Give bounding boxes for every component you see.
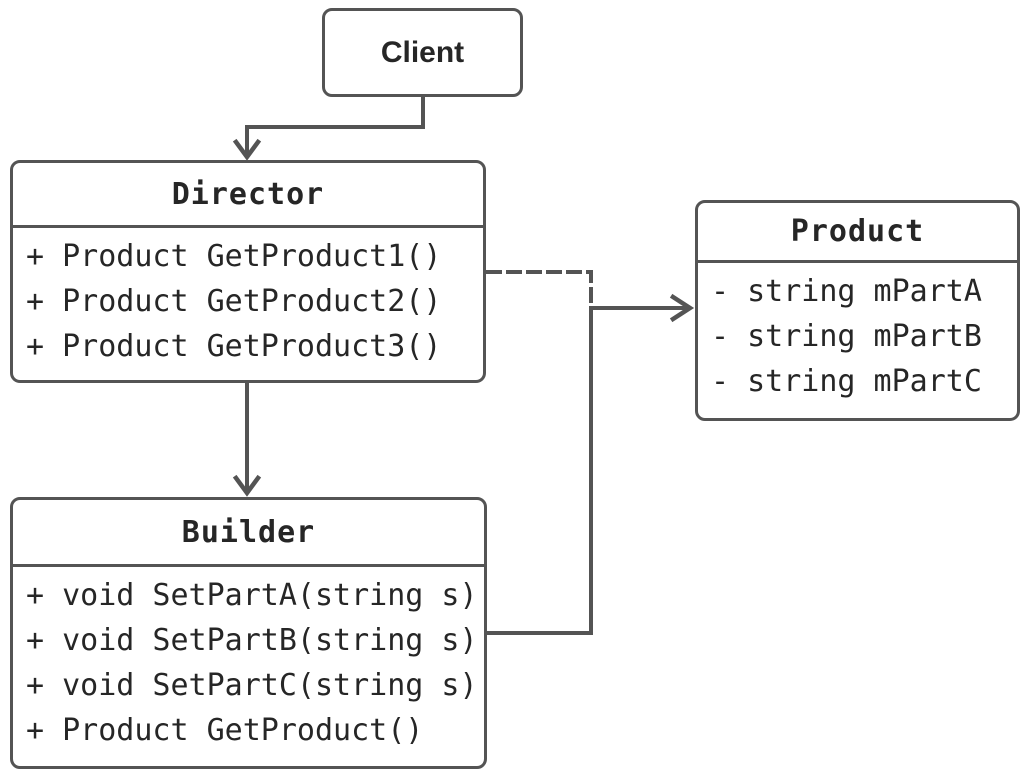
member-row: - string mPartB bbox=[711, 319, 982, 354]
member-row: + void SetPartA(string s) bbox=[26, 578, 478, 613]
class-name-director: Director bbox=[13, 163, 483, 228]
class-name-client: Client bbox=[380, 35, 465, 69]
class-members-director: + Product GetProduct1() + Product GetPro… bbox=[13, 228, 483, 369]
edge-director-product-dashed bbox=[486, 270, 593, 305]
member-row: + void SetPartC(string s) bbox=[26, 668, 478, 703]
class-name-builder: Builder bbox=[13, 500, 484, 567]
class-members-product: - string mPartA - string mPartB - string… bbox=[698, 263, 1017, 404]
member-row: + Product GetProduct1() bbox=[26, 239, 442, 274]
class-box-director: Director + Product GetProduct1() + Produ… bbox=[10, 160, 486, 383]
member-row: - string mPartC bbox=[711, 364, 982, 399]
class-members-builder: + void SetPartA(string s) + void SetPart… bbox=[13, 567, 484, 753]
class-box-builder: Builder + void SetPartA(string s) + void… bbox=[10, 497, 487, 769]
member-row: - string mPartA bbox=[711, 274, 982, 309]
arrowhead-client-director-icon bbox=[232, 138, 262, 161]
class-box-client: Client bbox=[322, 8, 523, 97]
member-row: + Product GetProduct2() bbox=[26, 284, 442, 319]
member-row: + Product GetProduct3() bbox=[26, 329, 442, 364]
class-name-product: Product bbox=[698, 203, 1017, 263]
arrowhead-director-builder-icon bbox=[232, 474, 262, 497]
arrowhead-builder-product-icon bbox=[669, 293, 695, 323]
class-box-product: Product - string mPartA - string mPartB … bbox=[695, 200, 1020, 421]
edge-builder-product bbox=[486, 306, 689, 635]
member-row: + void SetPartB(string s) bbox=[26, 623, 478, 658]
edge-client-director bbox=[245, 95, 425, 153]
member-row: + Product GetProduct() bbox=[26, 713, 424, 748]
